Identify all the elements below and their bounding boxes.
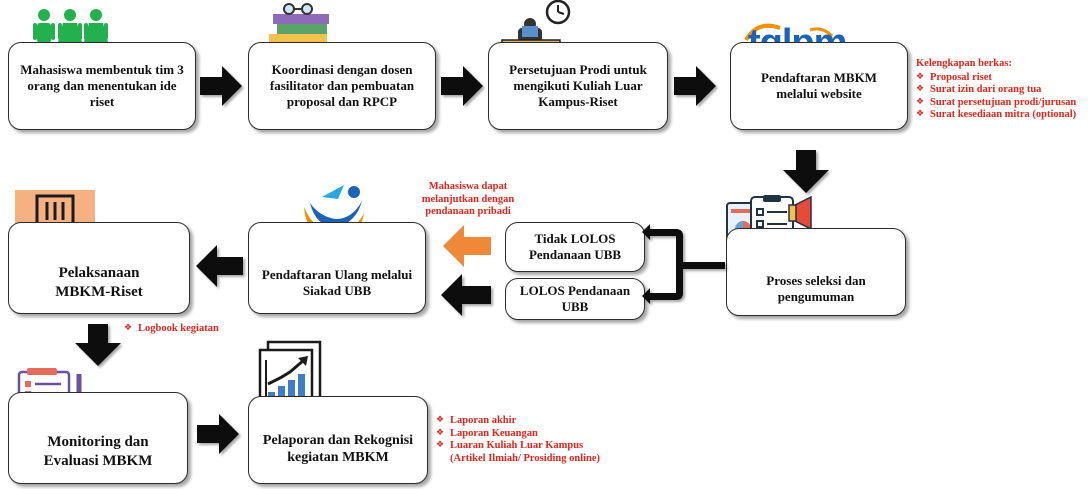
arrow-left-funded <box>441 274 491 316</box>
laporan-list: Laporan akhir Laporan Keuangan Luaran Ku… <box>436 415 600 453</box>
step-funded: LOLOS Pendanaan UBB <box>505 278 645 320</box>
logbook-list: Logbook kegiatan <box>124 323 219 336</box>
logbook-item: Logbook kegiatan <box>124 323 219 336</box>
step-selection: Proses seleksi dan pengumuman <box>726 228 906 316</box>
step-funded-label: LOLOS Pendanaan UBB <box>519 282 631 314</box>
step-implementation: Pelaksanaan MBKM-Riset <box>8 222 190 314</box>
arrow-right-1 <box>200 66 242 106</box>
arrow-right-3 <box>674 66 716 106</box>
step-selection-label: Proses seleksi dan pengumuman <box>766 272 866 304</box>
berkas-item: Proposal riset <box>916 72 1076 85</box>
berkas-item: Surat izin dari orang tua <box>916 84 1076 97</box>
step-reregistration-label: Pendaftaran Ulang melalui Siakad UBB <box>261 266 413 298</box>
step-prodi-approval-label: Persetujuan Prodi untuk mengikuti Kuliah… <box>509 61 647 110</box>
berkas-note-title: Kelengkapan berkas: <box>916 58 1012 69</box>
step-reporting-label: Pelaporan dan Rekognisi kegiatan MBKM <box>262 432 414 466</box>
step-coordination-label: Koordinasi dengan dosen fasilitator dan … <box>269 61 415 110</box>
arrow-left-reregistration <box>196 245 243 287</box>
branch-tip-bottom <box>642 288 650 304</box>
laporan-item: Laporan akhir <box>436 415 600 428</box>
step-prodi-approval: Persetujuan Prodi untuk mengikuti Kuliah… <box>488 42 668 130</box>
laporan-note: Laporan akhir Laporan Keuangan Luaran Ku… <box>436 415 600 465</box>
arrow-right-2 <box>441 66 483 106</box>
arrow-right-4 <box>197 414 239 454</box>
step-coordination: Koordinasi dengan dosen fasilitator dan … <box>248 42 436 130</box>
berkas-item: Surat kesediaan mitra (optional) <box>916 109 1076 122</box>
step-website-registration-label: Pendaftaran MBKM melalui website <box>761 69 877 101</box>
branch-tip-top <box>642 224 650 240</box>
arrow-left-not-funded <box>443 225 491 267</box>
pendanaan-note: Mahasiswa dapat melanjutkan dengan penda… <box>421 181 515 218</box>
arrow-down-2 <box>75 324 121 366</box>
step-not-funded: Tidak LOLOS Pendanaan UBB <box>505 222 645 272</box>
step-form-team: Mahasiswa membentuk tim 3 orang dan mene… <box>8 42 196 130</box>
step-implementation-label: Pelaksanaan MBKM-Riset <box>55 265 143 300</box>
laporan-item: Luaran Kuliah Luar Kampus <box>436 440 600 453</box>
laporan-item: Laporan Keuangan <box>436 428 600 441</box>
step-form-team-label: Mahasiswa membentuk tim 3 orang dan mene… <box>20 61 184 110</box>
step-reporting: Pelaporan dan Rekognisi kegiatan MBKM <box>248 396 428 484</box>
step-website-registration: Pendaftaran MBKM melalui website <box>730 42 908 130</box>
berkas-item: Surat persetujuan prodi/jurusan <box>916 97 1076 110</box>
logbook-note: Logbook kegiatan <box>124 323 219 336</box>
branch-bracket <box>650 229 683 300</box>
step-not-funded-label: Tidak LOLOS Pendanaan UBB <box>528 230 622 262</box>
branch-stem <box>683 262 725 269</box>
berkas-note: Kelengkapan berkas: Proposal riset Surat… <box>916 58 1076 122</box>
step-monitoring-label: Monitoring dan Evaluasi MBKM <box>43 434 153 469</box>
step-monitoring: Monitoring dan Evaluasi MBKM <box>8 392 188 484</box>
laporan-sub: (Artikel Ilmiah/ Prosiding online) <box>450 452 601 464</box>
step-reregistration: Pendaftaran Ulang melalui Siakad UBB <box>248 222 426 314</box>
arrow-down-1 <box>783 150 829 193</box>
berkas-list: Proposal riset Surat izin dari orang tua… <box>916 72 1076 122</box>
